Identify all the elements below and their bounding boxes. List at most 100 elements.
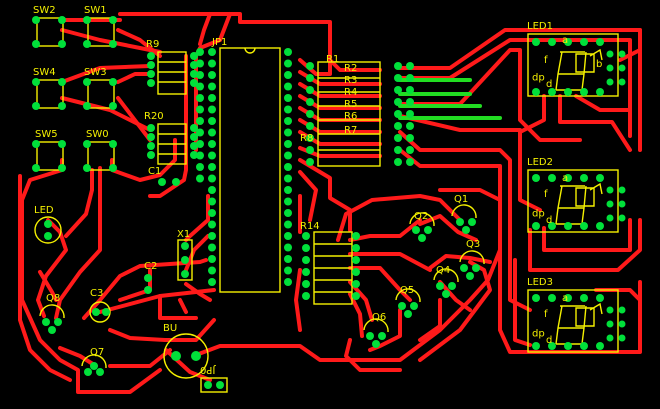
display-pad (618, 50, 626, 58)
label-c2: C2 (144, 261, 158, 272)
jp1-pad (284, 220, 292, 229)
switch-pad (32, 102, 40, 110)
jp1-pad (284, 59, 292, 68)
display-pad (564, 38, 572, 46)
jp1-pad (208, 94, 216, 102)
r9-pad (190, 52, 198, 60)
switch-pad (83, 40, 91, 48)
jp1-pad (208, 255, 216, 263)
c3-pad (102, 308, 110, 316)
label-jp0: JP0 (200, 364, 216, 375)
green-traces (398, 78, 502, 120)
display-pad (564, 88, 572, 96)
jp1-pad (284, 48, 292, 56)
r9-pad (147, 70, 155, 78)
jp1-aux-pad (196, 71, 204, 79)
display-pad (606, 200, 614, 208)
label-sw4: SW4 (33, 67, 56, 78)
r1-pad (394, 86, 402, 94)
label-c3: C3 (90, 288, 104, 299)
jp1-pad (284, 163, 292, 171)
jp1-aux-pad (196, 105, 204, 114)
seg-f-led2: f (544, 189, 548, 200)
r1-pad (306, 110, 314, 118)
silkscreen-outlines (34, 17, 619, 393)
transistor-pad (436, 282, 444, 290)
transistor-pad (84, 368, 92, 376)
display-pad (580, 342, 588, 350)
label-q3: Q3 (466, 239, 481, 250)
jp1-pad (284, 71, 292, 79)
jp1-pad (208, 48, 216, 56)
display-pad (596, 222, 604, 230)
display-pad (596, 174, 604, 182)
transistor-pad (96, 368, 104, 376)
transistor-pad (424, 226, 432, 234)
display-pad (606, 50, 614, 58)
switch-pad (32, 16, 40, 24)
r1-pad (306, 146, 314, 154)
label-q6: Q6 (372, 312, 387, 323)
jp1-aux-pad (196, 140, 204, 148)
r1-pad (406, 158, 414, 166)
display-pad (532, 342, 540, 350)
display-pad (532, 294, 540, 302)
switch-pad (32, 78, 40, 86)
label-sw0: SW0 (86, 129, 109, 140)
r1-pad (306, 122, 314, 130)
label-led2: LED2 (527, 157, 553, 168)
r14-pad (352, 244, 360, 252)
led-pad (44, 220, 52, 228)
seg-d-led2: d (546, 215, 553, 226)
transistor-pad (412, 226, 420, 234)
r14-pad (352, 256, 360, 264)
display-pad (564, 222, 572, 230)
jp1-pad (284, 255, 292, 263)
label-x1: X1 (177, 229, 191, 240)
display-pad (596, 38, 604, 46)
switch-pad (109, 78, 117, 86)
jp0-pad (216, 381, 224, 389)
display-pad (564, 294, 572, 302)
transistor-pad (48, 326, 56, 334)
transistor-pad (398, 302, 406, 310)
label-r4: R4 (344, 87, 358, 98)
label-q8: Q8 (46, 293, 61, 304)
seg-a-led3: a (562, 293, 569, 304)
label-sw1: SW1 (84, 5, 107, 16)
switch-pad (109, 140, 117, 148)
display-pad (596, 342, 604, 350)
transistor-pad (54, 318, 62, 326)
jp1-pad (208, 232, 216, 240)
display-pad (548, 294, 556, 302)
r1-pad (306, 134, 314, 142)
r9-pad (147, 61, 155, 69)
jp1-pad (208, 220, 216, 229)
display-pad (580, 294, 588, 302)
label-sw2: SW2 (33, 5, 56, 16)
r14-pad (302, 256, 310, 264)
r1-pad (306, 74, 314, 82)
seg-dp-led3: dp (532, 328, 545, 339)
display-pad (618, 64, 626, 72)
seg-f-led1: f (544, 55, 548, 66)
x1-pad (181, 270, 189, 278)
switch-pad (58, 40, 66, 48)
r20-pad (190, 124, 198, 132)
switch-pad (32, 40, 40, 48)
jp1-pad (208, 151, 216, 160)
c3-pad (92, 308, 100, 316)
label-q1: Q1 (454, 194, 469, 205)
r1-pad (406, 122, 414, 130)
transistor-pad (418, 234, 426, 242)
label-r20: R20 (144, 111, 164, 122)
display-pad (606, 64, 614, 72)
r14-pad (302, 268, 310, 276)
jp1-pad (284, 174, 292, 183)
display-pad (606, 306, 614, 314)
seg-d-led1: d (546, 79, 553, 90)
label-led1: LED1 (527, 21, 553, 32)
display-pad (618, 214, 626, 222)
display-pad (596, 294, 604, 302)
display-pad (548, 174, 556, 182)
